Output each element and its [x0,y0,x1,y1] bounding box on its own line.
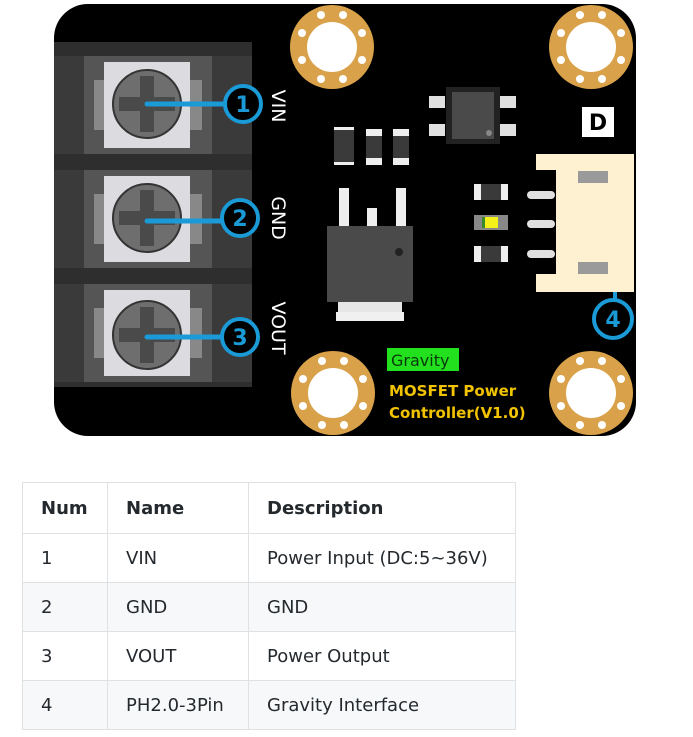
table-row: 3 VOUT Power Output [22,631,516,681]
table-header-row: Num Name Description [22,482,516,534]
pin-description-table: Num Name Description 1 VIN Power Input (… [22,482,516,730]
mounting-hole-top-right [549,5,633,89]
terminal-screw-3 [54,284,252,382]
cell-name: GND [107,582,249,632]
cell-num: 2 [22,582,108,632]
cell-description: Power Output [248,631,516,681]
column-header-num: Num [22,482,108,534]
callout-4: 4 [592,298,634,340]
cell-num: 4 [22,680,108,730]
svg-text:1: 1 [235,93,250,118]
smd-resistor-2 [393,129,409,165]
cell-name: PH2.0-3Pin [107,680,249,730]
smd-capacitor [334,127,354,165]
cell-num: 1 [22,533,108,583]
board-title-line1: MOSFET Power [389,382,517,400]
cell-num: 3 [22,631,108,681]
cell-description: GND [248,582,516,632]
status-led [474,215,508,230]
pin-label-vout: VOUT [267,301,289,355]
ic-chip [429,87,516,144]
pin-label-gnd: GND [267,196,289,240]
cell-description: Gravity Interface [248,680,516,730]
mounting-hole-top-left [290,5,374,89]
svg-text:D: D [589,111,607,136]
svg-text:2: 2 [232,207,247,232]
mosfet-transistor [327,188,413,321]
gravity-badge: Gravity [387,348,459,371]
svg-text:Gravity: Gravity [391,351,449,370]
column-header-description: Description [248,482,516,534]
cell-name: VOUT [107,631,249,681]
smd-resistor-3 [474,184,508,200]
svg-text:3: 3 [232,326,247,351]
mounting-hole-bottom-right [549,351,633,435]
callout-1: 1 [223,84,263,124]
column-header-name: Name [107,482,249,534]
callout-3: 3 [220,317,260,357]
table-row: 4 PH2.0-3Pin Gravity Interface [22,680,516,730]
cell-name: VIN [107,533,249,583]
mounting-hole-bottom-left [291,351,375,435]
gravity-connector [527,154,634,292]
table-row: 1 VIN Power Input (DC:5~36V) [22,533,516,583]
smd-resistor-4 [474,246,508,262]
cell-description: Power Input (DC:5~36V) [248,533,516,583]
table-row: 2 GND GND [22,582,516,632]
board-diagram: 1 2 3 4 VIN GND VOUT [54,4,636,436]
smd-resistor-1 [366,129,382,165]
pin-label-vin: VIN [267,90,289,123]
callout-2: 2 [220,198,260,238]
dfrobot-logo: D [582,107,614,137]
svg-text:4: 4 [605,308,620,333]
board-title-line2: Controller(V1.0) [389,404,526,422]
